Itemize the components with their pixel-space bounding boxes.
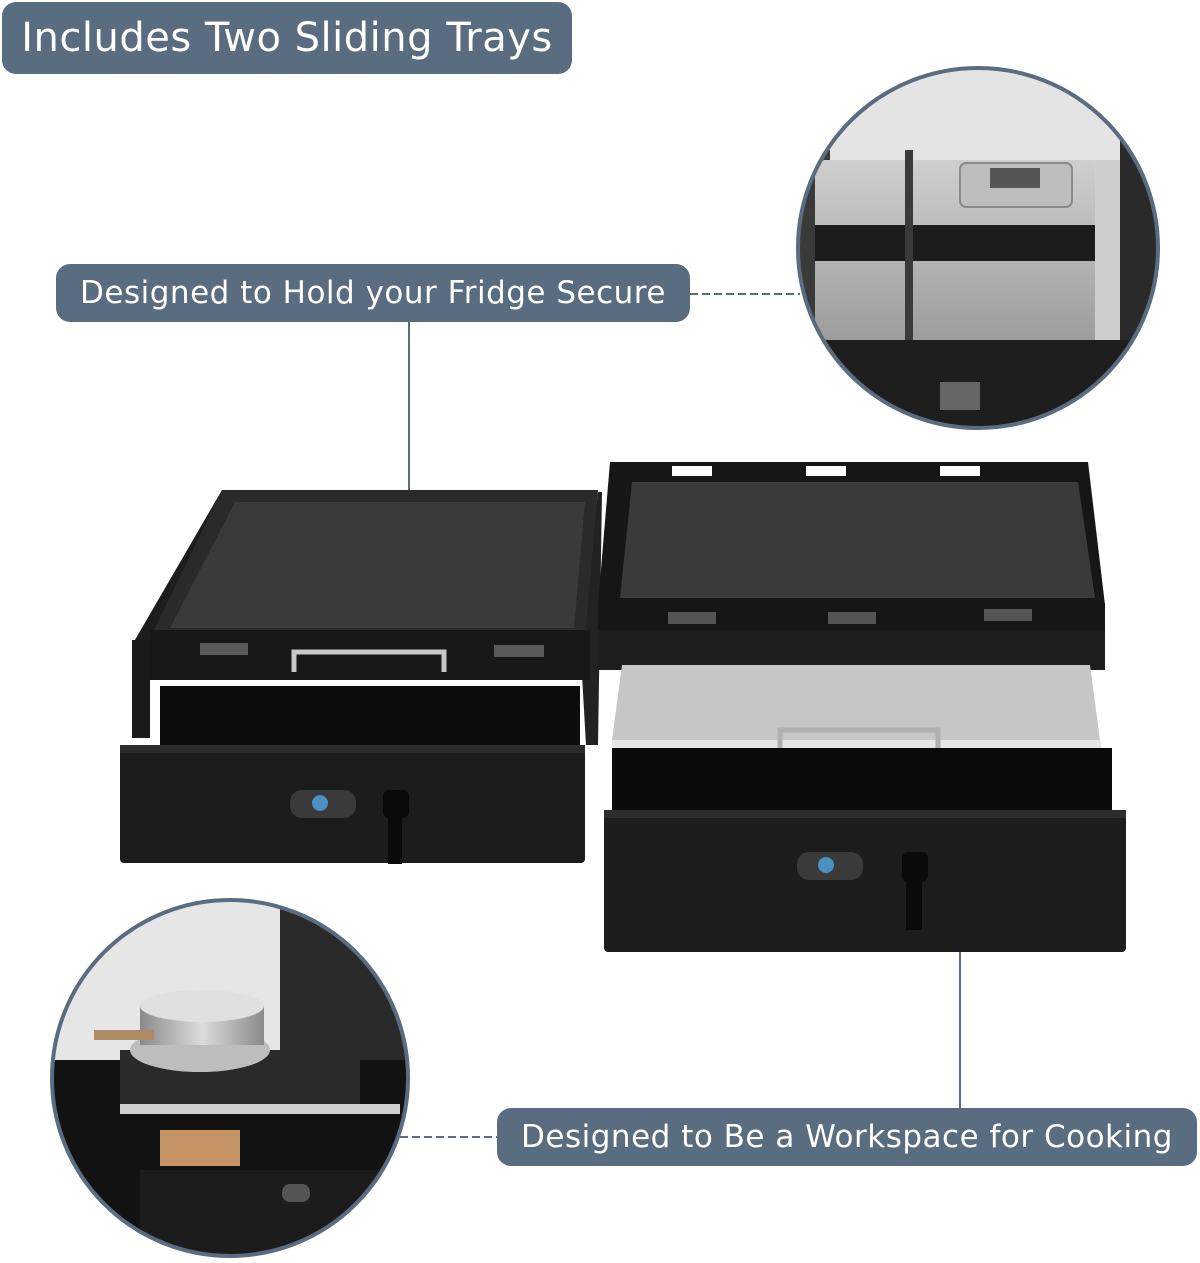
fridge-feature-text: Designed to Hold your Fridge Secure: [80, 275, 666, 311]
fridge-feature-label: Designed to Hold your Fridge Secure: [56, 264, 690, 322]
title-label: Includes Two Sliding Trays: [2, 2, 572, 74]
fridge-photo-icon: [796, 66, 1160, 430]
cooking-feature-label: Designed to Be a Workspace for Cooking: [497, 1108, 1197, 1166]
left-slide-unit: [120, 490, 602, 864]
cooking-feature-text: Designed to Be a Workspace for Cooking: [521, 1119, 1173, 1155]
stove-photo-icon: [50, 898, 410, 1258]
title-text: Includes Two Sliding Trays: [21, 15, 553, 61]
right-slide-unit: [598, 462, 1126, 952]
